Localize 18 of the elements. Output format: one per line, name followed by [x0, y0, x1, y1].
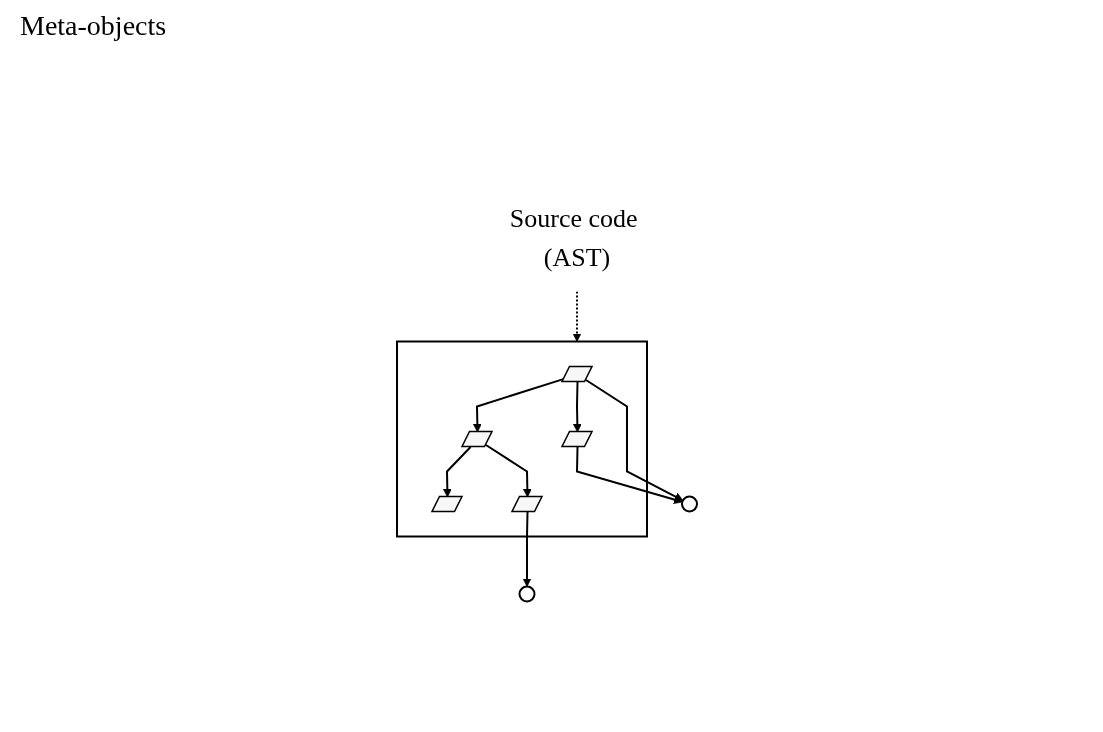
- group-heading: Meta-objects: [20, 10, 167, 42]
- arrow: [584, 379, 683, 501]
- node-parallelogram: [510, 495, 543, 513]
- arrow: [442, 446, 472, 498]
- arrow: [472, 377, 565, 433]
- node-parallelogram: [560, 365, 593, 383]
- node-parallelogram: [430, 495, 463, 513]
- node-parallelogram: [560, 430, 593, 448]
- arrow: [572, 381, 582, 433]
- node-parallelogram: [460, 430, 493, 448]
- arrow: [572, 290, 581, 342]
- cluster: [395, 340, 648, 538]
- arrow: [575, 446, 683, 504]
- node-circle: [680, 495, 698, 513]
- arrow: [522, 511, 531, 587]
- arrow: [484, 444, 532, 498]
- node-circle: [518, 585, 535, 603]
- node-text: Source code (AST): [509, 203, 638, 272]
